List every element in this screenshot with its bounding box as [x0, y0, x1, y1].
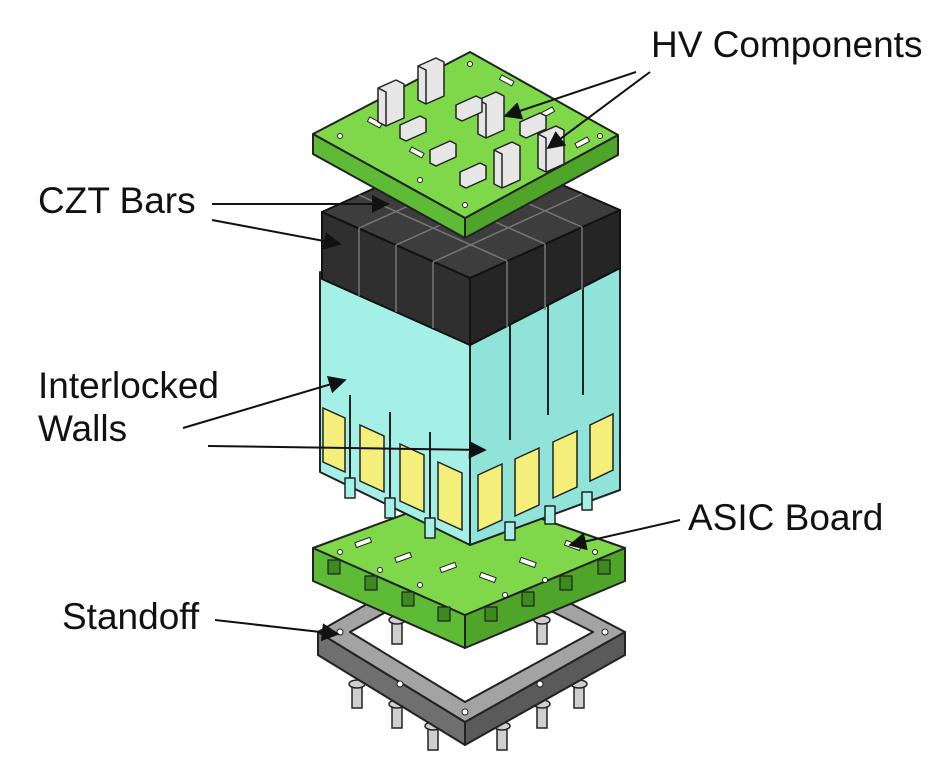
hv-arrow-1	[503, 71, 637, 120]
label-interlocked-walls-line1: Interlocked	[38, 365, 219, 406]
label-hv-components: HV Components	[651, 24, 923, 65]
standoff-frame	[317, 547, 626, 746]
asic-arrow	[568, 519, 681, 551]
hv-component-small	[459, 162, 487, 189]
screw	[533, 615, 551, 645]
hv-component-small	[455, 95, 483, 122]
hv-component	[537, 125, 565, 173]
label-interlocked-walls: Interlocked Walls	[38, 365, 219, 450]
screw	[348, 679, 366, 709]
label-standoff: Standoff	[62, 596, 200, 637]
hv-component-small	[519, 112, 547, 139]
standoff-arrow	[214, 619, 340, 642]
yellow-pads	[322, 406, 614, 533]
hv-component	[417, 57, 445, 105]
hv-component-small	[429, 140, 457, 167]
czt-arrow-2	[211, 219, 342, 250]
hv-component	[493, 141, 521, 189]
hv-component-small	[399, 115, 427, 142]
hv-components	[377, 57, 565, 189]
label-czt-bars: CZT Bars	[38, 180, 196, 221]
walls-arrow-1	[182, 375, 347, 429]
walls-arrow-2	[207, 440, 487, 459]
hv-arrow-2	[546, 71, 651, 150]
label-asic-board: ASIC Board	[688, 497, 884, 538]
hv-component	[377, 79, 405, 127]
hv-board	[312, 51, 619, 239]
label-interlocked-walls-line2: Walls	[38, 407, 128, 449]
interlocked-walls	[319, 267, 621, 546]
leader-lines	[182, 71, 681, 642]
